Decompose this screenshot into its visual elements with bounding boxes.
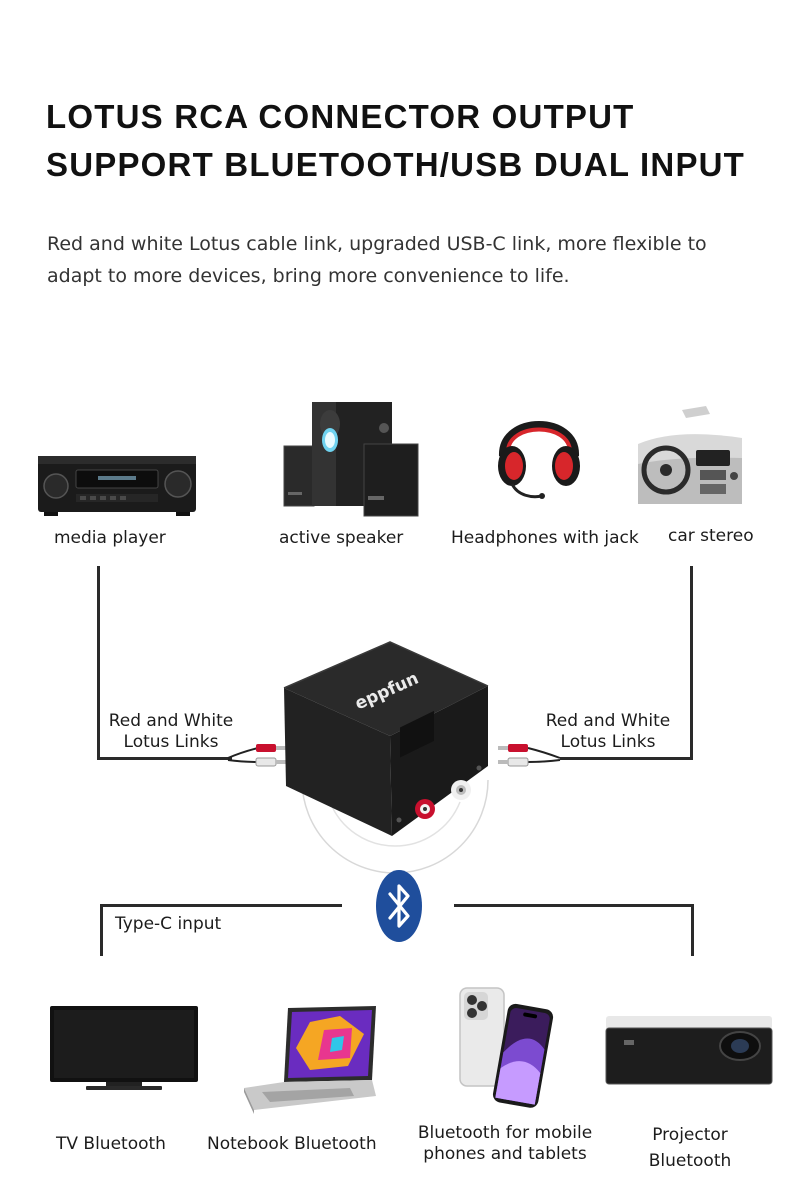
label-tv-bluetooth: TV Bluetooth: [56, 1134, 166, 1154]
left-links-line-2: Lotus Links: [123, 732, 219, 752]
left-links-line-1: Red and White: [108, 711, 234, 731]
description: Red and white Lotus cable link, upgraded…: [47, 228, 767, 292]
car-stereo-image: [638, 406, 742, 504]
input-line-right-horizontal: [454, 904, 694, 907]
title-line-2: SUPPORT BLUETOOTH/USB DUAL INPUT: [46, 146, 746, 183]
rca-plugs-left-image: [227, 744, 286, 767]
connector-line-left-vertical: [97, 566, 100, 760]
rca-plugs-right-image: [498, 744, 561, 767]
label-type-c-input: Type-C input: [115, 914, 222, 934]
mobile-label-line-1: Bluetooth for mobile: [417, 1123, 593, 1143]
label-left-links: Red and White Lotus Links: [104, 711, 238, 753]
label-media-player: media player: [54, 528, 166, 548]
connector-line-left-horizontal: [97, 757, 232, 760]
input-line-left-horizontal: [100, 904, 342, 907]
dac-device-image: [283, 641, 489, 836]
description-line-1: Red and white Lotus cable link, upgraded…: [47, 233, 707, 255]
input-line-right-vertical: [691, 904, 694, 956]
title-line-1: LOTUS RCA CONNECTOR OUTPUT: [46, 98, 635, 135]
label-right-links: Red and White Lotus Links: [541, 711, 675, 753]
tv-image: [50, 1006, 198, 1090]
label-notebook-bluetooth: Notebook Bluetooth: [207, 1134, 377, 1154]
active-speaker-image: [283, 402, 419, 517]
right-links-line-2: Lotus Links: [560, 732, 656, 752]
connector-line-right-horizontal: [560, 757, 693, 760]
right-links-line-1: Red and White: [545, 711, 671, 731]
page-title: LOTUS RCA CONNECTOR OUTPUT SUPPORT BLUET…: [46, 93, 786, 189]
notebook-image: [244, 1006, 376, 1114]
mobile-image: [459, 987, 554, 1108]
mobile-label-line-2: phones and tablets: [423, 1144, 587, 1164]
description-line-2: adapt to more devices, bring more conven…: [47, 265, 570, 287]
projector-label-line-1: Projector: [652, 1125, 728, 1145]
input-line-left-vertical: [100, 904, 103, 956]
connector-line-right-vertical: [690, 566, 693, 760]
label-active-speaker: active speaker: [279, 528, 404, 548]
media-player-image: [38, 456, 196, 516]
projector-image: [605, 1016, 773, 1085]
bluetooth-icon: [376, 870, 422, 942]
label-headphones: Headphones with jack: [451, 528, 639, 548]
headphones-image: [498, 421, 580, 499]
label-car-stereo: car stereo: [668, 526, 754, 546]
projector-label-line-2: Bluetooth: [648, 1151, 732, 1171]
label-projector-bluetooth: Projector Bluetooth: [628, 1122, 752, 1174]
label-mobile-bluetooth: Bluetooth for mobile phones and tablets: [410, 1123, 600, 1165]
